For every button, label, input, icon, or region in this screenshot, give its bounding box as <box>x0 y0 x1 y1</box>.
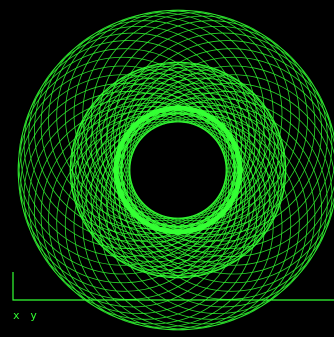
axis-label: x y <box>13 309 39 322</box>
spiro-ring <box>118 32 328 242</box>
spiro-ring <box>85 111 251 277</box>
spiro-ring <box>28 98 238 308</box>
spiro-ring <box>129 65 334 275</box>
spiro-ring <box>113 25 323 235</box>
spiro-ring <box>71 77 237 243</box>
spiro-ring <box>64 120 274 330</box>
spiro-ring <box>40 110 250 320</box>
bold-inner-ring <box>113 105 243 235</box>
spiro-ring <box>28 32 238 242</box>
spiro-ring <box>119 77 285 243</box>
spiro-ring <box>106 20 316 230</box>
spiro-ring <box>70 82 235 248</box>
spiro-ring <box>82 10 292 220</box>
spiro-ring <box>113 69 279 235</box>
spiro-ring <box>128 56 334 266</box>
spiro-ring <box>105 63 271 229</box>
spiro-ring <box>77 69 243 235</box>
spiro-ring <box>118 98 328 308</box>
axis-lines <box>12 272 334 301</box>
spiro-ring <box>121 82 286 248</box>
center-dot <box>169 161 187 179</box>
spiro-ring <box>100 62 266 227</box>
spiro-ring <box>106 110 316 320</box>
spiro-ring <box>90 113 256 278</box>
spiro-ring <box>18 56 228 266</box>
spiro-ring <box>40 20 250 230</box>
spiro-ring <box>77 105 243 271</box>
spiro-ring <box>33 25 243 235</box>
spiro-ring <box>113 105 279 271</box>
